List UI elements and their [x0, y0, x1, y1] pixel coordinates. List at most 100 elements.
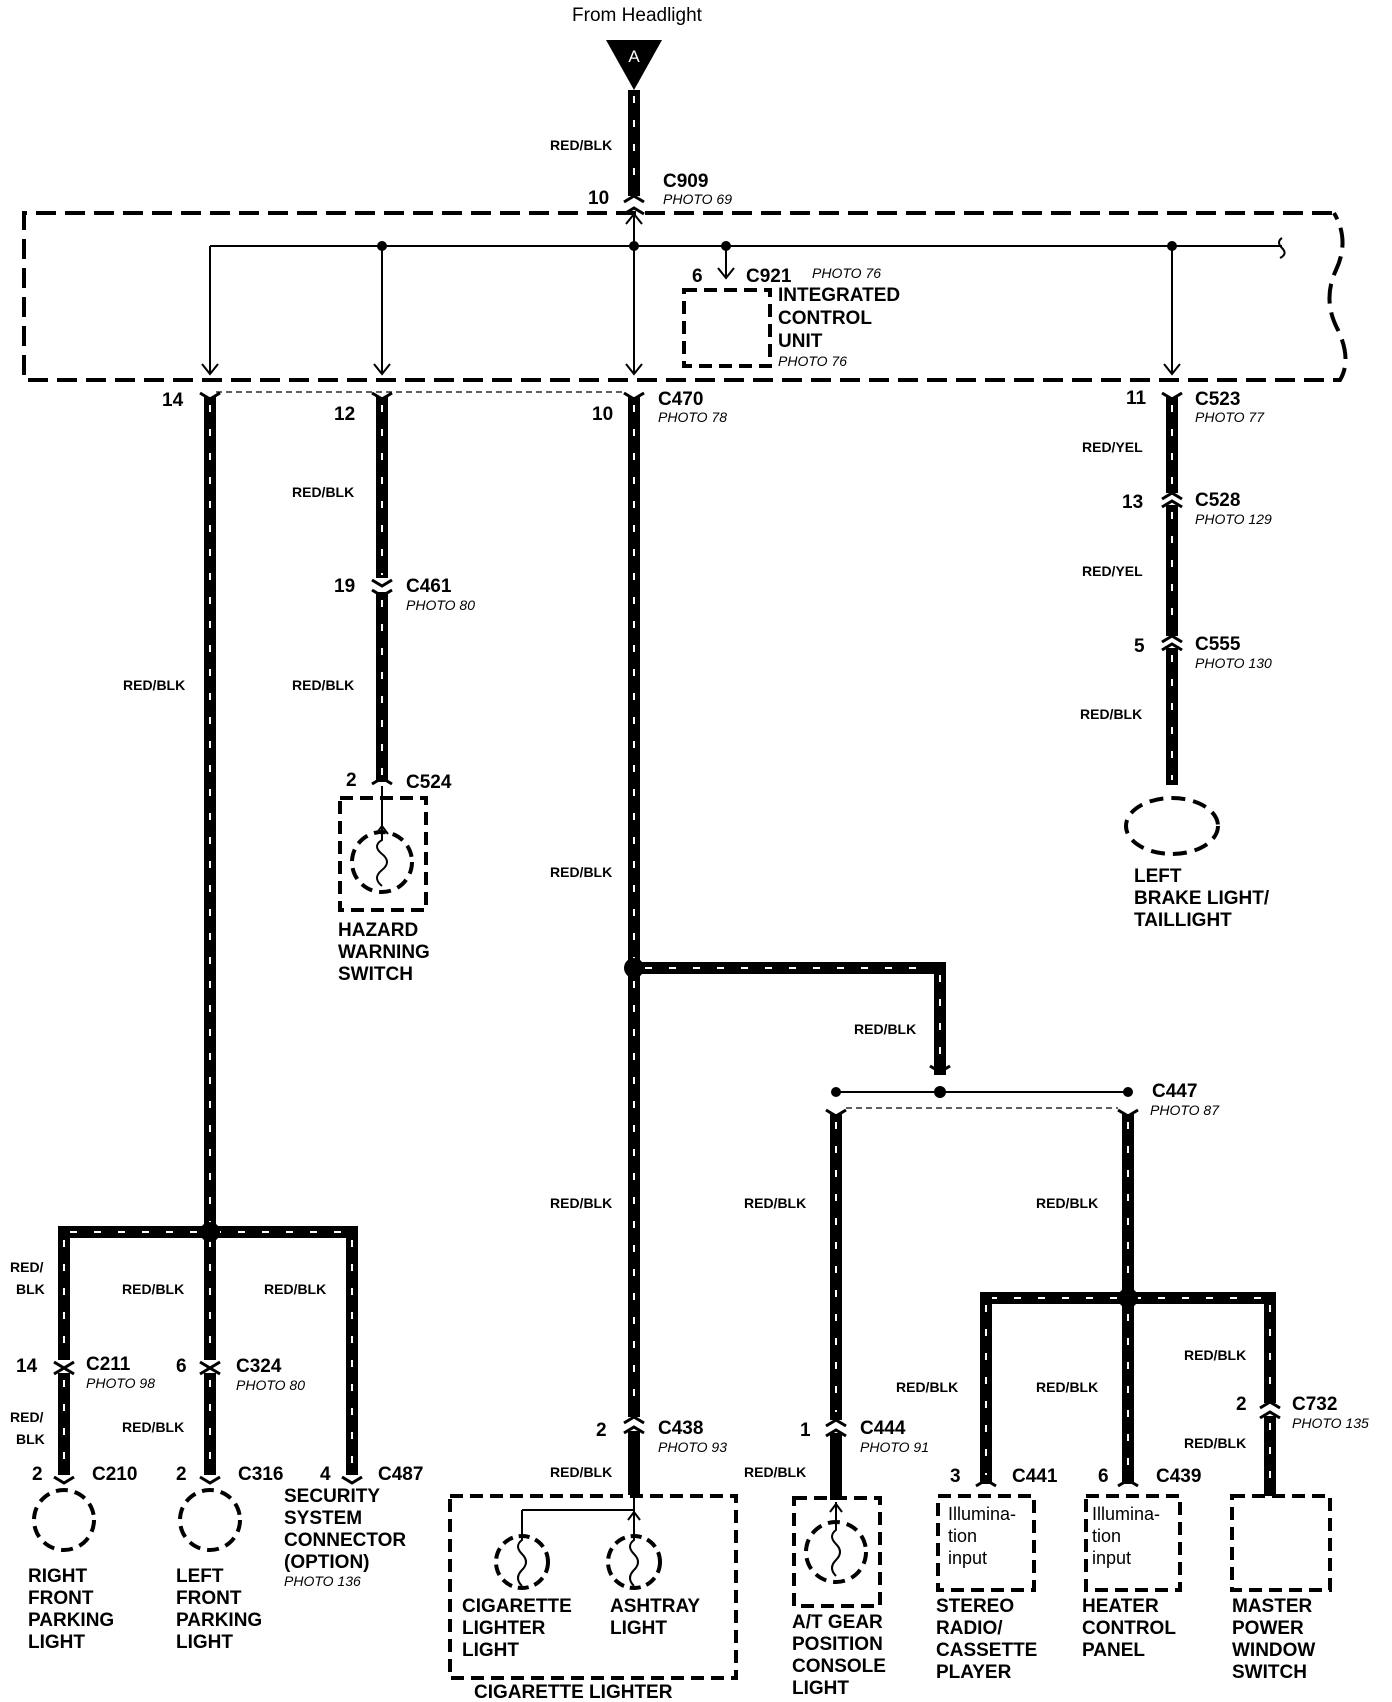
svg-text:MASTER: MASTER: [1232, 1596, 1313, 1617]
svg-text:POWER: POWER: [1232, 1618, 1304, 1639]
svg-text:PHOTO 76: PHOTO 76: [778, 353, 847, 369]
svg-text:RED/YEL: RED/YEL: [1082, 563, 1143, 579]
svg-text:CONTROL: CONTROL: [778, 308, 872, 329]
svg-text:PLAYER: PLAYER: [936, 1662, 1012, 1683]
svg-text:WARNING: WARNING: [338, 942, 430, 963]
terminal-a-icon: A: [606, 40, 662, 90]
svg-text:RED/BLK: RED/BLK: [550, 137, 612, 153]
svg-text:CONTROL: CONTROL: [1082, 1618, 1176, 1639]
c732-pin: 2: [1236, 1394, 1247, 1415]
c909-photo: PHOTO 69: [663, 191, 732, 207]
svg-text:RED/: RED/: [10, 1409, 44, 1425]
cig-lighter-light-label: CIGARETTE LIGHTER LIGHT: [462, 1596, 572, 1661]
c487-id: C487: [378, 1464, 423, 1485]
c528-pin: 13: [1122, 492, 1143, 513]
stereo-box: [936, 1494, 1036, 1592]
svg-text:BRAKE LIGHT/: BRAKE LIGHT/: [1134, 888, 1270, 909]
security-label: SECURITY SYSTEM CONNECTOR (OPTION) PHOTO…: [284, 1486, 406, 1589]
svg-text:PARKING: PARKING: [28, 1610, 114, 1631]
svg-text:FRONT: FRONT: [28, 1588, 94, 1609]
svg-text:RED/BLK: RED/BLK: [264, 1281, 326, 1297]
svg-text:TAILLIGHT: TAILLIGHT: [1134, 910, 1232, 931]
wire-color-labels: RED/BLK RED/BLK RED/BLK RED/BLK RED/BLK …: [10, 137, 1246, 1480]
svg-text:BLK: BLK: [16, 1281, 45, 1297]
c523-id: C523: [1195, 389, 1240, 410]
svg-text:RED/YEL: RED/YEL: [1082, 439, 1143, 455]
c555-id: C555: [1195, 634, 1241, 655]
c211-photo: PHOTO 98: [86, 1375, 155, 1391]
c210-pin: 2: [32, 1464, 43, 1485]
icu-boundary: [22, 211, 1348, 382]
svg-text:RED/BLK: RED/BLK: [550, 864, 612, 880]
c470-pin12: 12: [334, 404, 355, 425]
c211-pin: 14: [16, 1356, 38, 1377]
wire-branch-c447: [634, 962, 946, 1075]
c461-pin: 19: [334, 576, 355, 597]
c439-pin: 6: [1098, 1466, 1109, 1487]
cigarette-lighter-label: CIGARETTE LIGHTER: [474, 1682, 673, 1702]
rf-parking-light-symbol: [32, 1488, 96, 1552]
c447-id: C447: [1152, 1081, 1197, 1102]
cigarette-lighter-box: [448, 1494, 738, 1680]
c921-id: C921: [746, 266, 792, 287]
connector-labels: 10 C909 PHOTO 69 6 C921 PHOTO 76 14 12 1…: [16, 171, 1369, 1487]
svg-text:CONNECTOR: CONNECTOR: [284, 1530, 406, 1551]
c732-id: C732: [1292, 1394, 1337, 1415]
svg-text:CONSOLE: CONSOLE: [792, 1656, 886, 1677]
lf-parking-light-symbol: [178, 1488, 242, 1552]
svg-text:PANEL: PANEL: [1082, 1640, 1145, 1661]
svg-text:RED/BLK: RED/BLK: [744, 1195, 806, 1211]
svg-text:Illumina-: Illumina-: [1092, 1504, 1160, 1524]
svg-text:input: input: [1092, 1548, 1131, 1568]
icu-label: INTEGRATED CONTROL UNIT PHOTO 76: [778, 285, 900, 369]
c555-pin: 5: [1134, 636, 1145, 657]
window-switch-box: [1230, 1494, 1332, 1592]
svg-text:(OPTION): (OPTION): [284, 1552, 370, 1573]
svg-text:RADIO/: RADIO/: [936, 1618, 1003, 1639]
svg-text:FRONT: FRONT: [176, 1588, 242, 1609]
svg-text:HEATER: HEATER: [1082, 1596, 1159, 1617]
c528-photo: PHOTO 129: [1195, 511, 1272, 527]
svg-text:SECURITY: SECURITY: [284, 1486, 380, 1507]
svg-text:SWITCH: SWITCH: [338, 964, 413, 985]
svg-text:PHOTO 136: PHOTO 136: [284, 1573, 361, 1589]
c447-photo: PHOTO 87: [1150, 1102, 1220, 1118]
c528-id: C528: [1195, 490, 1240, 511]
c438-id: C438: [658, 1418, 703, 1439]
svg-text:RIGHT: RIGHT: [28, 1566, 88, 1587]
svg-text:POSITION: POSITION: [792, 1634, 883, 1655]
icu-internal-bus: [209, 216, 1286, 374]
icu-module-box: [682, 288, 772, 368]
svg-text:tion: tion: [948, 1526, 977, 1546]
svg-text:INTEGRATED: INTEGRATED: [778, 285, 900, 306]
svg-text:CASSETTE: CASSETTE: [936, 1640, 1037, 1661]
svg-text:A/T GEAR: A/T GEAR: [792, 1612, 883, 1633]
c444-photo: PHOTO 91: [860, 1439, 929, 1455]
svg-text:RED/: RED/: [10, 1259, 44, 1275]
svg-text:UNIT: UNIT: [778, 331, 823, 352]
connector-carets: [53, 194, 1281, 1488]
svg-text:RED/BLK: RED/BLK: [1184, 1347, 1246, 1363]
c470-pin14: 14: [162, 390, 184, 411]
svg-text:RED/BLK: RED/BLK: [896, 1379, 958, 1395]
c316-pin: 2: [176, 1464, 187, 1485]
source-label: From Headlight: [572, 5, 703, 26]
c555-photo: PHOTO 130: [1195, 655, 1272, 671]
at-gear-light-box: [792, 1496, 882, 1608]
svg-text:RED/BLK: RED/BLK: [1036, 1379, 1098, 1395]
window-switch-label: MASTER POWER WINDOW SWITCH: [1232, 1596, 1315, 1683]
svg-text:PARKING: PARKING: [176, 1610, 262, 1631]
svg-text:Illumina-: Illumina-: [948, 1504, 1016, 1524]
at-gear-label: A/T GEAR POSITION CONSOLE LIGHT: [792, 1612, 886, 1699]
c524-pin: 2: [346, 770, 357, 791]
c461-photo: PHOTO 80: [406, 597, 475, 613]
c441-pin: 3: [950, 1466, 961, 1487]
svg-text:RED/BLK: RED/BLK: [292, 677, 354, 693]
c447-bus: [831, 1086, 1133, 1109]
c444-id: C444: [860, 1418, 906, 1439]
brake-light-symbol: [1124, 796, 1220, 856]
svg-text:WINDOW: WINDOW: [1232, 1640, 1315, 1661]
c211-id: C211: [86, 1354, 131, 1375]
c210-id: C210: [92, 1464, 137, 1485]
hazard-switch-symbol: [338, 786, 428, 912]
